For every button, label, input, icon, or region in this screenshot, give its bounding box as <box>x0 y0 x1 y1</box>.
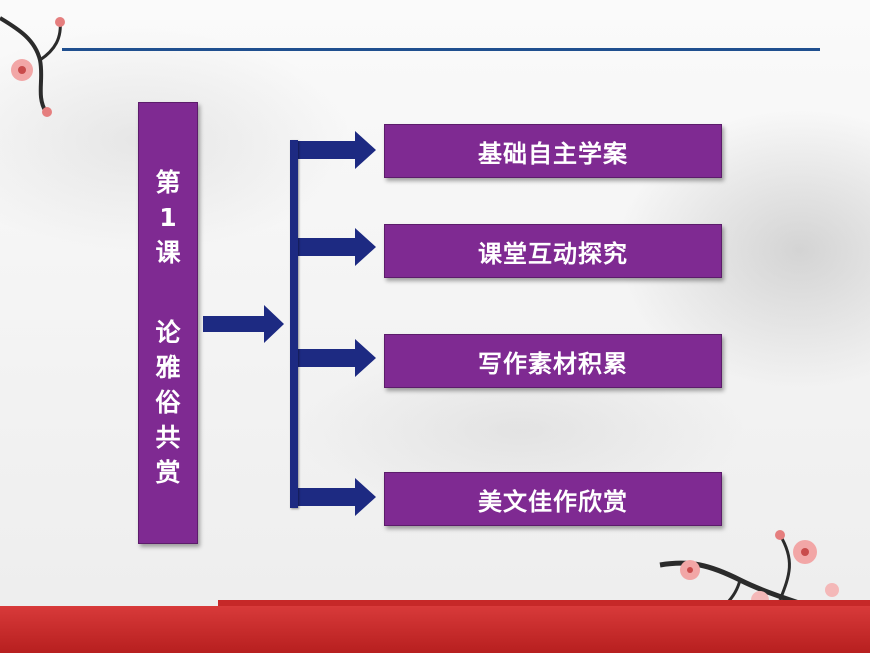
lesson-topic: 论 雅 俗 共 赏 <box>155 318 181 487</box>
menu-item-writing-material[interactable]: 写作素材积累 <box>384 334 722 388</box>
right-arrow-icon <box>298 228 376 266</box>
lesson-number: 第 1 课 <box>155 168 181 267</box>
connector-trunk <box>290 140 298 508</box>
footer-band-tab <box>218 600 870 606</box>
menu-item-label: 基础自主学案 <box>478 139 628 168</box>
lesson-title-block: 第 1 课 论 雅 俗 共 赏 <box>138 102 198 544</box>
menu-item-label: 课堂互动探究 <box>478 239 628 268</box>
header-rule <box>62 48 820 51</box>
menu-item-label: 写作素材积累 <box>478 349 628 378</box>
right-arrow-icon <box>298 131 376 169</box>
right-arrow-icon <box>298 339 376 377</box>
plum-blossom-branch-icon <box>0 16 65 117</box>
menu-item-label: 美文佳作欣赏 <box>478 487 628 516</box>
menu-item-fine-essays[interactable]: 美文佳作欣赏 <box>384 472 722 526</box>
footer-band <box>0 600 870 653</box>
right-arrow-icon <box>203 305 284 343</box>
right-arrow-icon <box>298 478 376 516</box>
menu-item-class-inquiry[interactable]: 课堂互动探究 <box>384 224 722 278</box>
menu-item-basic-study[interactable]: 基础自主学案 <box>384 124 722 178</box>
